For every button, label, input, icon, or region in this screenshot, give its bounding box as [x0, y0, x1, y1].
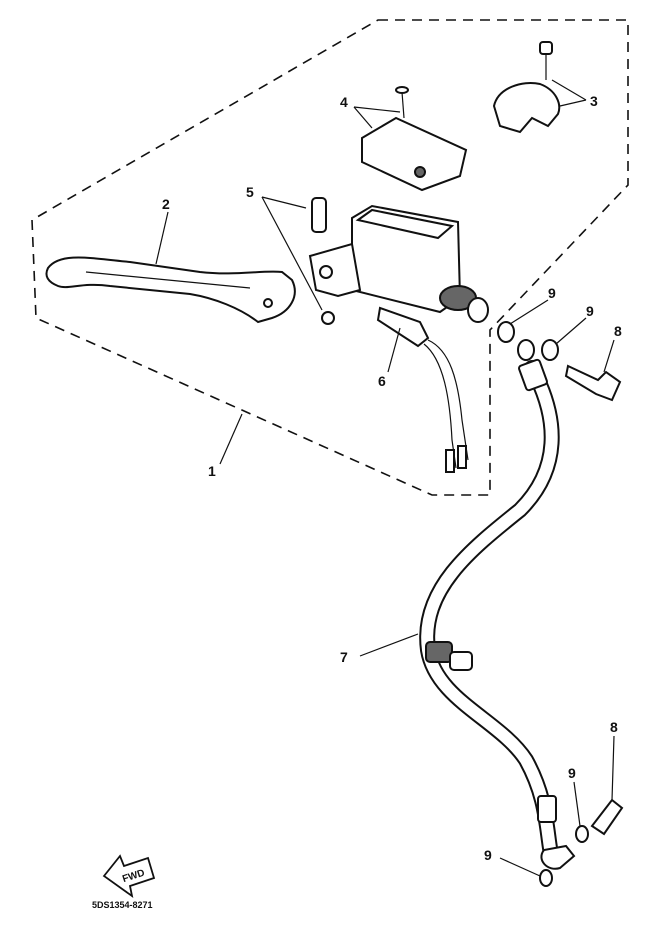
- handlebar-holder: [492, 41, 561, 134]
- callout-6: 6: [378, 373, 386, 389]
- brake-hose: [419, 358, 576, 870]
- callout-2: 2: [162, 196, 170, 212]
- fwd-arrow-icon: FWD: [102, 854, 156, 899]
- reservoir-cap: [361, 86, 468, 192]
- callout-9-a: 9: [548, 285, 556, 301]
- callout-5: 5: [246, 184, 254, 200]
- brake-lever: [45, 256, 296, 324]
- callout-9-b: 9: [586, 303, 594, 319]
- brake-switch: [376, 306, 469, 473]
- callout-9-c: 9: [568, 765, 576, 781]
- callout-8-bottom: 8: [610, 719, 618, 735]
- callout-3: 3: [590, 93, 598, 109]
- callout-1: 1: [208, 463, 216, 479]
- callout-8-top: 8: [614, 323, 622, 339]
- callout-7: 7: [340, 649, 348, 665]
- washers-and-bolts: [497, 321, 624, 887]
- callout-4: 4: [340, 94, 348, 110]
- callout-9-d: 9: [484, 847, 492, 863]
- master-cylinder: [308, 204, 489, 323]
- leader-lines: [155, 79, 615, 877]
- drawing-code: 5DS1354-8271: [92, 900, 153, 910]
- pivot-bolt: [311, 197, 335, 325]
